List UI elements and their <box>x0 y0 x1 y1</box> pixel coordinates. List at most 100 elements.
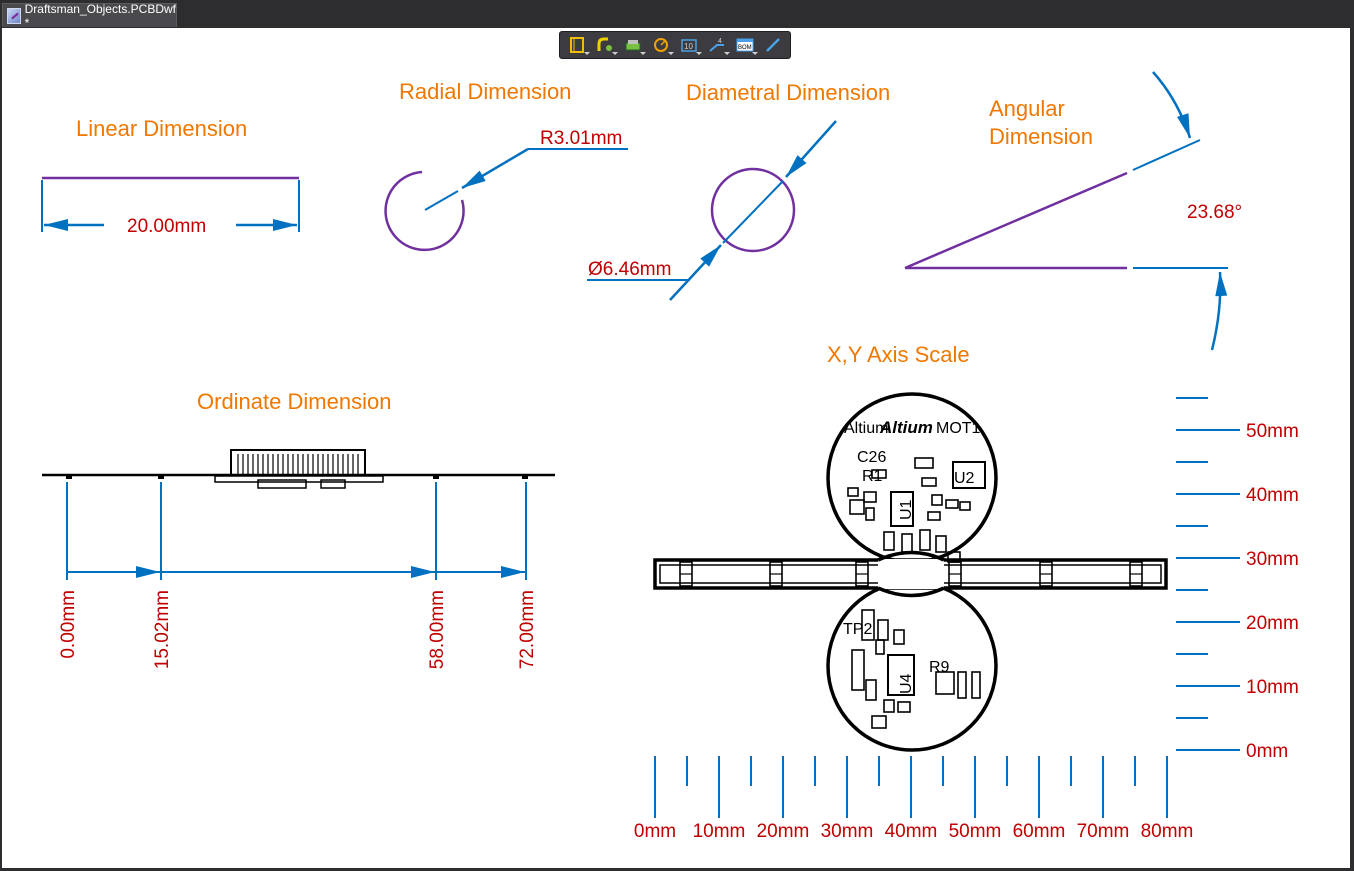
y-scale-label: 0mm <box>1246 741 1288 762</box>
linear-dimension-value: 20.00mm <box>127 216 206 237</box>
x-scale-label: 20mm <box>757 821 810 842</box>
radial-dimension[interactable]: Radial Dimension R3.01mm <box>384 79 628 252</box>
pcb-component-pad <box>945 499 959 509</box>
ordinate-value-label: 72.00mm <box>517 590 538 669</box>
pcb-board-top-view[interactable]: Altium MOT1 Altium C26 R1 U2 U1 U4 R9 TP… <box>653 392 1168 752</box>
pcb-component-pad <box>849 499 865 515</box>
dropdown-caret-icon[interactable] <box>584 52 590 55</box>
dropdown-caret-icon[interactable] <box>640 52 646 55</box>
drill-table-button[interactable] <box>650 35 674 55</box>
pcb-component-pad <box>914 457 934 469</box>
ordinate-dimension-title: Ordinate Dimension <box>197 389 391 414</box>
svg-text:4: 4 <box>718 38 722 45</box>
bom-icon: BOM <box>736 36 754 54</box>
document-tab-title: Draftsman_Objects.PCBDwf * <box>24 1 176 30</box>
pcb-component-pad <box>957 671 967 699</box>
pcb-component-pad <box>883 531 895 551</box>
x-scale-label: 70mm <box>1077 821 1130 842</box>
angular-dimension-title-line-1: Angular <box>989 96 1065 121</box>
pcb-component-pad <box>865 507 875 521</box>
pcb-component-pad <box>931 494 943 506</box>
svg-text:10: 10 <box>684 42 693 51</box>
board-side-view <box>42 449 555 489</box>
ordinate-value-label: 58.00mm <box>427 590 448 669</box>
x-scale-label: 30mm <box>821 821 874 842</box>
line-button[interactable] <box>762 35 784 55</box>
pcb-label-c26: C26 <box>857 449 886 466</box>
drawing-sheet[interactable] <box>2 28 1350 868</box>
diametral-dimension-value: Ø6.46mm <box>588 259 671 280</box>
pcb-label-mot1: MOT1 <box>936 420 981 437</box>
board-region-button[interactable] <box>566 35 590 55</box>
pcb-component-pad <box>877 619 889 641</box>
layer-stack-icon: 10 <box>680 36 698 54</box>
radial-dimension-title: Radial Dimension <box>399 79 571 104</box>
dropdown-caret-icon[interactable] <box>696 52 702 55</box>
pcb-component-pad <box>935 671 955 695</box>
document-tab[interactable]: Draftsman_Objects.PCBDwf * <box>2 1 177 30</box>
board-detail-icon <box>596 36 614 54</box>
pcb-component-pad <box>871 469 887 479</box>
svg-text:BOM: BOM <box>738 45 752 51</box>
pcb-component-pad <box>863 491 877 503</box>
ordinate-value-label: 15.02mm <box>152 590 173 669</box>
pcb-label-u2: U2 <box>954 470 975 487</box>
pcb-component-pad <box>935 535 947 553</box>
pcb-component-pad <box>875 639 885 655</box>
dimension-icon: 4 <box>708 36 726 54</box>
angular-dimension-title-line-2: Dimension <box>989 124 1093 149</box>
bom-button[interactable]: BOM <box>734 35 758 55</box>
pcb-label-tp2: TP2 <box>843 621 872 638</box>
dropdown-caret-icon[interactable] <box>612 52 618 55</box>
board-region-icon <box>568 36 586 54</box>
pcb-label-altium: Altium <box>844 420 888 437</box>
pcb-component-pad <box>927 511 941 521</box>
y-scale-label: 10mm <box>1246 677 1299 698</box>
linear-dimension[interactable]: Linear Dimension 20.00mm <box>41 116 300 237</box>
pcb-component-pad <box>959 501 971 511</box>
linear-dimension-title: Linear Dimension <box>76 116 247 141</box>
pcb-component-pad <box>919 529 931 551</box>
diametral-dimension[interactable]: Diametral Dimension Ø6.46mm <box>587 80 890 301</box>
pcb-label-u4: U4 <box>898 673 915 694</box>
pcb-document-icon <box>7 7 21 24</box>
pcb-component-pad <box>871 715 887 729</box>
dropdown-caret-icon[interactable] <box>724 52 730 55</box>
x-scale-label: 50mm <box>949 821 1002 842</box>
diametral-dimension-title: Diametral Dimension <box>686 80 890 105</box>
x-scale-label: 40mm <box>885 821 938 842</box>
layer-stack-button[interactable]: 10 <box>678 35 702 55</box>
board-detail-button[interactable] <box>594 35 618 55</box>
y-scale-label: 30mm <box>1246 549 1299 570</box>
pcb-component-pad <box>851 649 865 691</box>
pcb-label-u1: U1 <box>898 499 915 520</box>
y-scale-label: 50mm <box>1246 421 1299 442</box>
x-scale-label: 60mm <box>1013 821 1066 842</box>
x-scale-label: 10mm <box>693 821 746 842</box>
pcb-component-pad <box>893 629 905 645</box>
pcb-component-pad <box>921 477 937 487</box>
dimension-button[interactable]: 4 <box>706 35 730 55</box>
axis-scale-title: X,Y Axis Scale <box>827 342 970 367</box>
drill-table-icon <box>652 36 670 54</box>
pcb-component-pad <box>865 679 877 701</box>
pcb-logo: Altium <box>879 418 933 437</box>
board-realistic-button[interactable] <box>622 35 646 55</box>
dropdown-caret-icon[interactable] <box>752 52 758 55</box>
pcb-component-pad <box>897 701 911 713</box>
pcb-component-pad <box>847 487 859 497</box>
y-scale-label: 20mm <box>1246 613 1299 634</box>
line-icon <box>764 36 782 54</box>
x-scale-label: 80mm <box>1141 821 1194 842</box>
dropdown-caret-icon[interactable] <box>668 52 674 55</box>
pcb-label-r9: R9 <box>929 659 950 676</box>
angular-dimension[interactable]: Angular Dimension 23.68° <box>904 71 1242 351</box>
pcb-component-pad <box>901 533 913 553</box>
document-tab-bar: Draftsman_Objects.PCBDwf * <box>0 0 1354 30</box>
y-scale-label: 40mm <box>1246 485 1299 506</box>
pcb-component-pad <box>971 671 981 699</box>
